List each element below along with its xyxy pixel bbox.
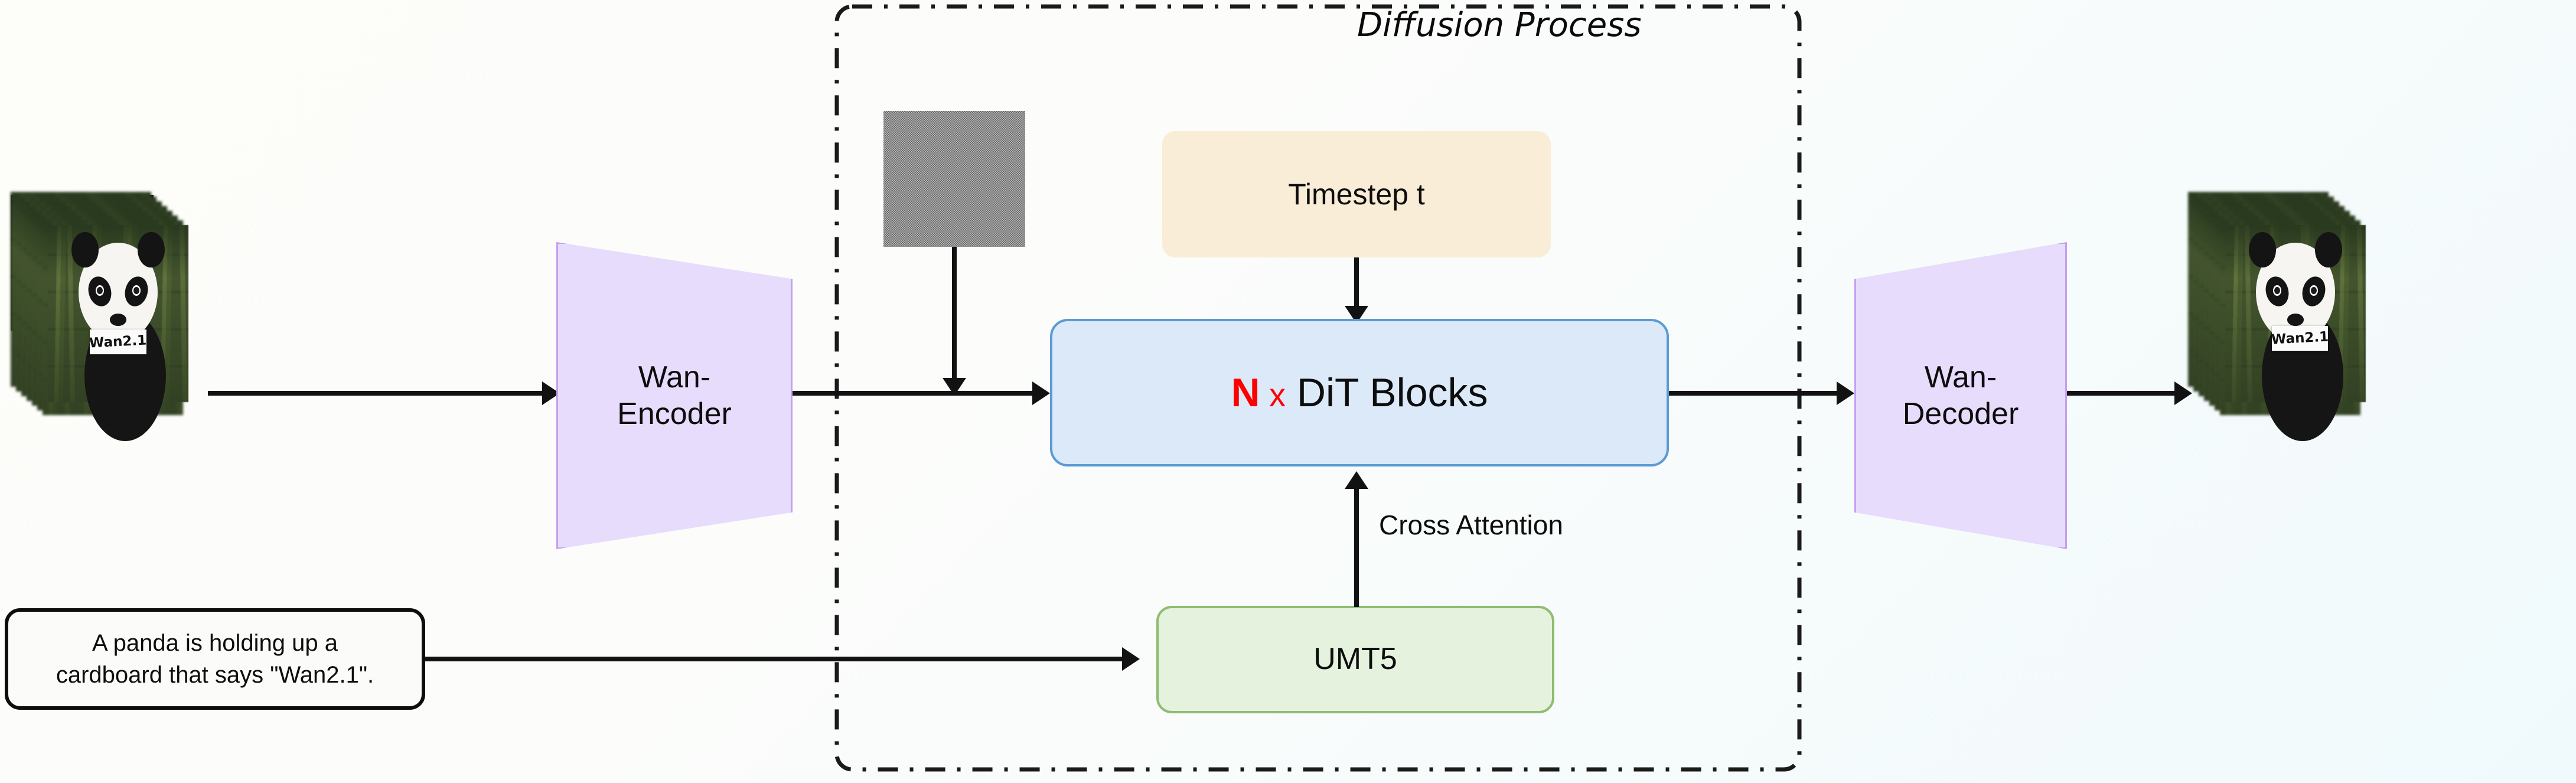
output-video-stack: Wan2.1	[2188, 192, 2572, 528]
wan-decoder-node[interactable]: Wan- Decoder	[1854, 242, 2067, 549]
wan-encoder-label-line2: Encoder	[617, 397, 732, 431]
video-frame-front: Wan2.1	[48, 225, 188, 441]
arrow-input-to-encoder	[208, 391, 546, 396]
panda-sign: Wan2.1	[2271, 326, 2328, 351]
wan-encoder-node[interactable]: Wan- Encoder	[556, 242, 793, 549]
arrowhead-encoder-to-dit	[1032, 381, 1050, 405]
panda-illustration	[48, 225, 188, 441]
panda-sign: Wan2.1	[90, 329, 146, 354]
arrow-decoder-to-output	[2067, 391, 2178, 396]
wan-encoder-label: Wan- Encoder	[617, 359, 732, 433]
umt5-node[interactable]: UMT5	[1156, 606, 1554, 713]
arrowhead-noise-to-latent	[943, 378, 966, 396]
dit-blocks-node[interactable]: N x DiT Blocks	[1050, 319, 1669, 466]
arrow-timestep-to-dit	[1354, 257, 1359, 317]
arrowhead-prompt-to-umt5	[1122, 647, 1140, 671]
text-prompt-box[interactable]: A panda is holding up a cardboard that s…	[5, 608, 425, 710]
dit-repeat-count: N	[1231, 370, 1260, 415]
arrow-umt5-to-dit	[1354, 489, 1359, 607]
wan-decoder-label-line2: Decoder	[1902, 397, 2019, 431]
wan-encoder-label-line1: Wan-	[638, 360, 711, 394]
dit-blocks-label: N x DiT Blocks	[1231, 369, 1488, 416]
video-frame-front: Wan2.1	[2225, 225, 2366, 441]
dit-times-symbol: x	[1269, 376, 1286, 413]
text-prompt-line2: cardboard that says "Wan2.1".	[56, 662, 374, 688]
panda-sign-text: Wan2.1	[90, 332, 146, 351]
cross-attention-label: Cross Attention	[1379, 510, 1563, 540]
dit-blocks-text: DiT Blocks	[1296, 370, 1488, 415]
arrowhead-umt5-to-dit	[1345, 471, 1368, 489]
wan-decoder-label-line1: Wan-	[1924, 360, 1997, 394]
timestep-label: Timestep t	[1288, 177, 1425, 211]
diffusion-process-label: Diffusion Process	[1357, 6, 1642, 44]
diffusion-process-group	[834, 4, 1802, 772]
input-stack-frames: Wan2.1	[11, 192, 206, 528]
text-prompt-content: A panda is holding up a cardboard that s…	[56, 627, 374, 691]
arrow-encoder-to-dit	[793, 391, 1036, 396]
arrow-dit-to-decoder	[1669, 391, 1840, 396]
arrow-noise-to-latent	[952, 247, 957, 387]
umt5-label: UMT5	[1313, 642, 1397, 677]
timestep-node[interactable]: Timestep t	[1162, 131, 1551, 257]
wan-decoder-label: Wan- Decoder	[1903, 359, 2019, 433]
panda-illustration	[2225, 225, 2366, 441]
noise-latent-patch	[883, 111, 1025, 247]
panda-sign-text: Wan2.1	[2271, 329, 2328, 348]
arrow-prompt-to-umt5	[425, 657, 1126, 661]
text-prompt-line1: A panda is holding up a	[92, 630, 338, 656]
arrowhead-dit-to-decoder	[1837, 381, 1854, 405]
